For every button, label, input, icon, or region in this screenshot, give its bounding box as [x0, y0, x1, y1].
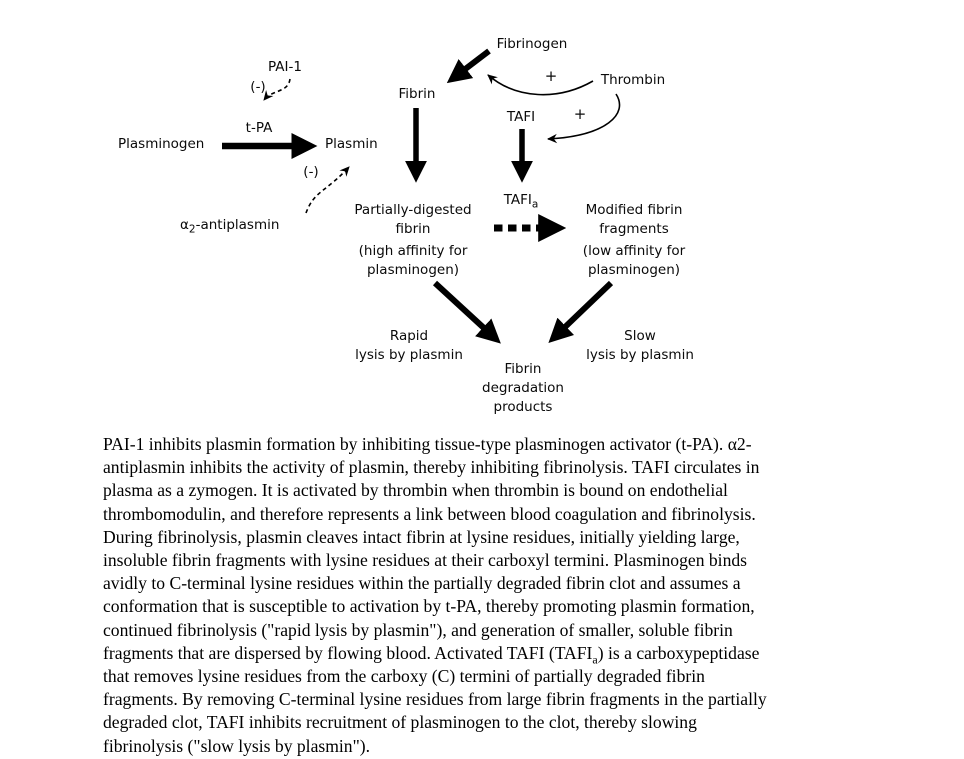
label-plasminogen: Plasminogen — [118, 136, 205, 152]
label-low-affinity-note: (low affinity for plasminogen) — [582, 243, 686, 278]
caption-line: continued fibrinolysis ("rapid lysis by … — [103, 619, 733, 640]
arrow-thrombin-activates-tafi — [547, 93, 621, 144]
caption-line: conformation that is susceptible to acti… — [103, 596, 755, 617]
inhibition-sign-antiplasmin: (-) — [303, 164, 319, 180]
diagram-arrows-layer — [222, 48, 621, 344]
caption-line: antiplasmin inhibits the activity of pla… — [103, 457, 760, 478]
label-fibrin-degradation-products: Fibrin degradation products — [482, 361, 564, 415]
label-modified-fibrin-fragments: Modified fibrin fragments — [585, 202, 683, 237]
arrow-fibrinogen-to-fibrin — [446, 48, 491, 84]
label-tafia: TAFIa — [503, 192, 539, 211]
inhibition-sign-pai1: (-) — [250, 79, 266, 95]
label-alpha2-antiplasmin: α2-antiplasmin — [180, 217, 280, 236]
label-high-affinity-note: (high affinity for plasminogen) — [358, 243, 468, 278]
label-tafi: TAFI — [506, 109, 536, 125]
label-tpa: t-PA — [245, 120, 273, 136]
label-thrombin: Thrombin — [600, 72, 666, 88]
label-rapid-lysis: Rapid lysis by plasmin — [355, 328, 463, 363]
caption-line: thrombomodulin, and therefore represents… — [103, 503, 756, 524]
stimulation-sign-fibrin: + — [544, 67, 558, 85]
caption-line: insoluble fibrin fragments with lysine r… — [103, 550, 748, 571]
label-slow-lysis: Slow lysis by plasmin — [586, 328, 694, 363]
label-plasmin: Plasmin — [325, 136, 378, 152]
caption-line: plasma as a zymogen. It is activated by … — [103, 480, 728, 501]
caption-line: that removes lysine residues from the ca… — [103, 666, 705, 687]
label-partially-digested-fibrin: Partially-digested fibrin — [354, 202, 472, 237]
caption-line: fibrinolysis ("slow lysis by plasmin"). — [103, 735, 371, 756]
label-fibrin: Fibrin — [398, 86, 436, 102]
arrow-thrombin-stimulates-fibrin-formation — [487, 74, 594, 96]
caption-line: PAI-1 inhibits plasmin formation by inhi… — [103, 434, 752, 454]
caption-line: avidly to C-terminal lysine residues wit… — [103, 573, 741, 594]
arrow-pai1-inhibits-tpa — [263, 78, 291, 101]
caption-line: During fibrinolysis, plasmin cleaves int… — [103, 526, 740, 547]
stimulation-sign-tafi: + — [573, 105, 587, 123]
caption-line: degraded clot, TAFI inhibits recruitment… — [103, 712, 697, 733]
label-fibrinogen: Fibrinogen — [496, 36, 568, 52]
caption-paragraph: PAI-1 inhibits plasmin formation by inhi… — [103, 433, 878, 758]
arrow-modified-fragments-to-fdp — [548, 280, 614, 343]
caption-line: fragments. By removing C-terminal lysine… — [103, 689, 767, 710]
arrow-partially-digested-to-fdp — [432, 280, 501, 344]
label-pai1: PAI-1 — [268, 59, 302, 75]
caption-line-with-subscript: fragments that are dispersed by flowing … — [103, 642, 760, 667]
